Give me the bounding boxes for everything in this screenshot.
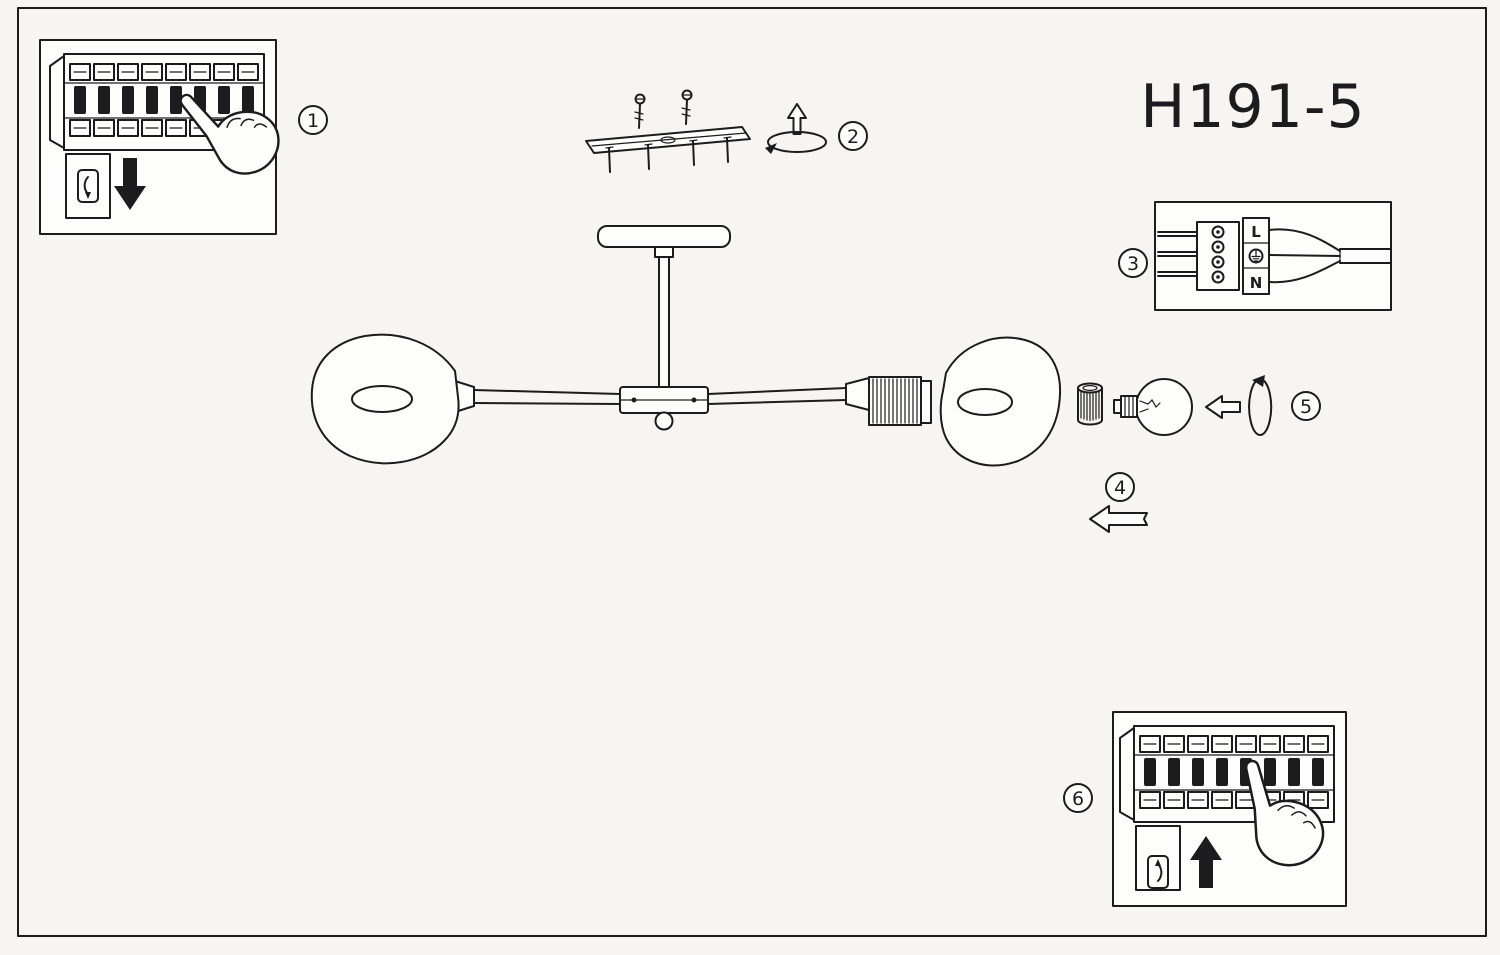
incoming-wires [1157, 231, 1198, 277]
step-2-number: 2 [847, 126, 859, 148]
step-5-bulb: 5 [1077, 374, 1321, 436]
left-shade-opening [351, 385, 413, 413]
socket-ring [1077, 382, 1103, 426]
step-1-number: 1 [307, 110, 319, 132]
step-3-badge: 3 [1118, 248, 1148, 278]
lamp-hub [619, 386, 709, 414]
step-6-badge: 6 [1063, 783, 1093, 813]
lamp-rod [658, 256, 670, 388]
model-title: H191-5 [1140, 72, 1365, 142]
step-3-number: 3 [1127, 253, 1139, 275]
step-1-badge: 1 [298, 105, 328, 135]
open-arrow-left-icon [1089, 505, 1148, 533]
label-neutral: N [1250, 274, 1263, 292]
step-6-power-on: 6 [1063, 711, 1347, 907]
step-5-number: 5 [1300, 396, 1312, 418]
left-arm [454, 380, 621, 413]
step-5-badge: 5 [1291, 391, 1321, 421]
open-arrow-left-icon [1205, 395, 1241, 419]
ceiling-lamp-illustration [310, 225, 1062, 467]
right-arm [707, 377, 870, 411]
threaded-socket [868, 376, 932, 426]
switch-on-icon [1147, 855, 1169, 889]
step-4-attach-shade: 4 [1089, 472, 1148, 533]
bracket-pins [605, 136, 732, 173]
rotation-arrow-icon [1248, 374, 1273, 436]
right-shade-opening [957, 388, 1013, 416]
step-4-badge: 4 [1105, 472, 1135, 502]
step-3-wiring: L N 3 [1118, 201, 1392, 311]
switch-off-icon [77, 169, 99, 203]
step-1-power-off: 1 [39, 39, 328, 235]
label-live: L [1251, 223, 1261, 241]
ceiling-plate [597, 225, 731, 248]
light-bulb-icon [1113, 378, 1193, 436]
step-6-number: 6 [1072, 788, 1084, 810]
screw-terminal-block [1196, 221, 1240, 291]
step-2-mount-bracket: 2 [585, 89, 868, 173]
lgn-connector: L N [1242, 217, 1270, 295]
step-4-number: 4 [1114, 477, 1126, 499]
mounting-screws [634, 89, 693, 129]
outgoing-cable [1268, 228, 1392, 284]
rotation-arrow-icon [764, 103, 827, 155]
sheet-border [17, 7, 1487, 937]
right-shade [939, 336, 1062, 467]
rod-collar [654, 246, 674, 258]
left-shade [310, 333, 460, 465]
earth-ground-icon [1248, 248, 1264, 264]
step-2-badge: 2 [838, 121, 868, 151]
hub-finial-ball [654, 411, 674, 431]
